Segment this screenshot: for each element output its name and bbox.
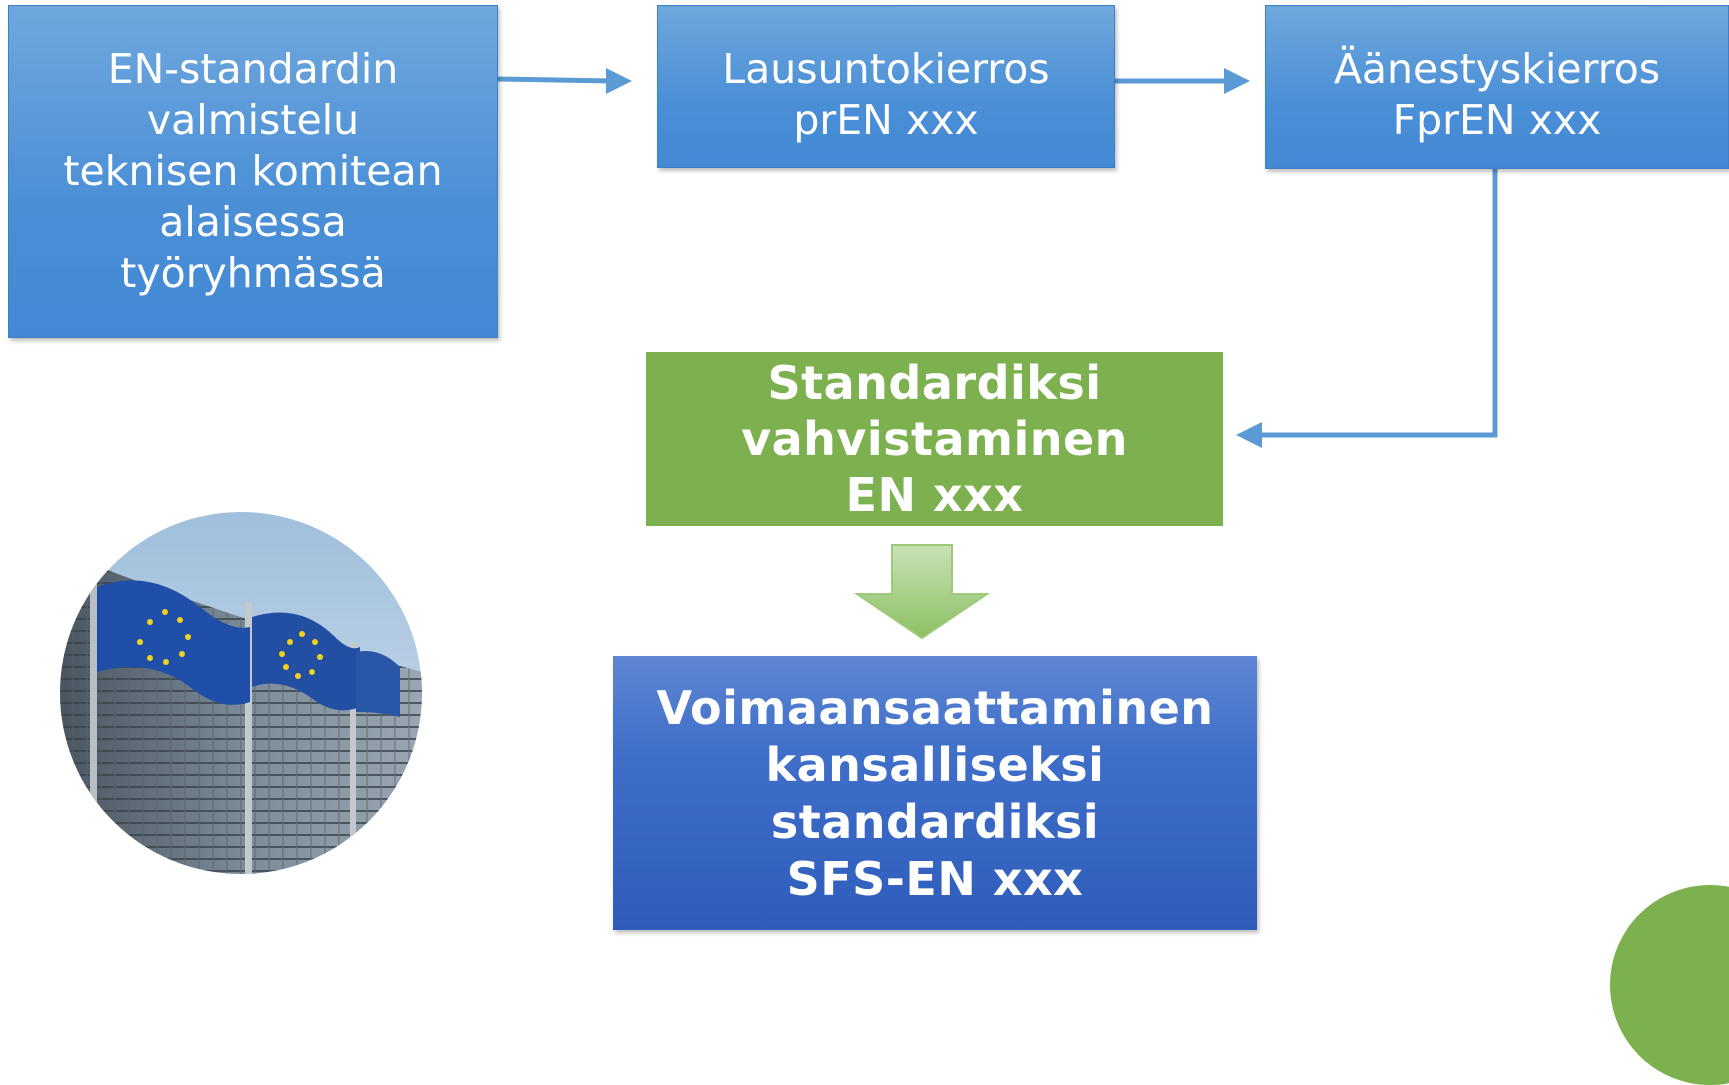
national-line-4: SFS-EN xxx — [786, 852, 1084, 906]
down-arrow-icon — [853, 544, 991, 640]
national-line-3: standardiksi — [770, 795, 1100, 849]
arrow-prep-to-comment — [497, 68, 632, 94]
voting-round-code: FprEN xxx — [1392, 96, 1602, 144]
approval-line-1: Standardiksi — [767, 356, 1102, 410]
preparation-line-5: työryhmässä — [120, 249, 386, 297]
national-adoption-box: Voimaansaattaminen kansalliseksi standar… — [613, 656, 1257, 930]
eu-flags-photo — [60, 512, 422, 874]
national-line-2: kansalliseksi — [765, 738, 1105, 792]
national-line-1: Voimaansaattaminen — [656, 681, 1214, 735]
preparation-line-2: valmistelu — [146, 96, 360, 144]
voting-round-title: Äänestyskierros — [1333, 45, 1661, 93]
preparation-line-3: teknisen komitean — [63, 147, 443, 195]
preparation-box: EN-standardin valmistelu teknisen komite… — [8, 5, 498, 338]
comment-round-title: Lausuntokierros — [722, 45, 1050, 93]
arrow-comment-to-vote — [1115, 68, 1250, 94]
approval-line-2: vahvistaminen — [741, 412, 1128, 466]
approval-line-3: EN xxx — [845, 468, 1024, 522]
comment-round-box: Lausuntokierros prEN xxx — [657, 5, 1115, 168]
approval-box: Standardiksi vahvistaminen EN xxx — [646, 352, 1223, 526]
preparation-line-4: alaisessa — [159, 198, 347, 246]
voting-round-box: Äänestyskierros FprEN xxx — [1265, 5, 1729, 169]
comment-round-code: prEN xxx — [793, 96, 979, 144]
arrow-vote-to-approval — [1236, 169, 1498, 448]
flow-connectors — [497, 68, 1498, 640]
preparation-line-1: EN-standardin — [107, 45, 399, 93]
